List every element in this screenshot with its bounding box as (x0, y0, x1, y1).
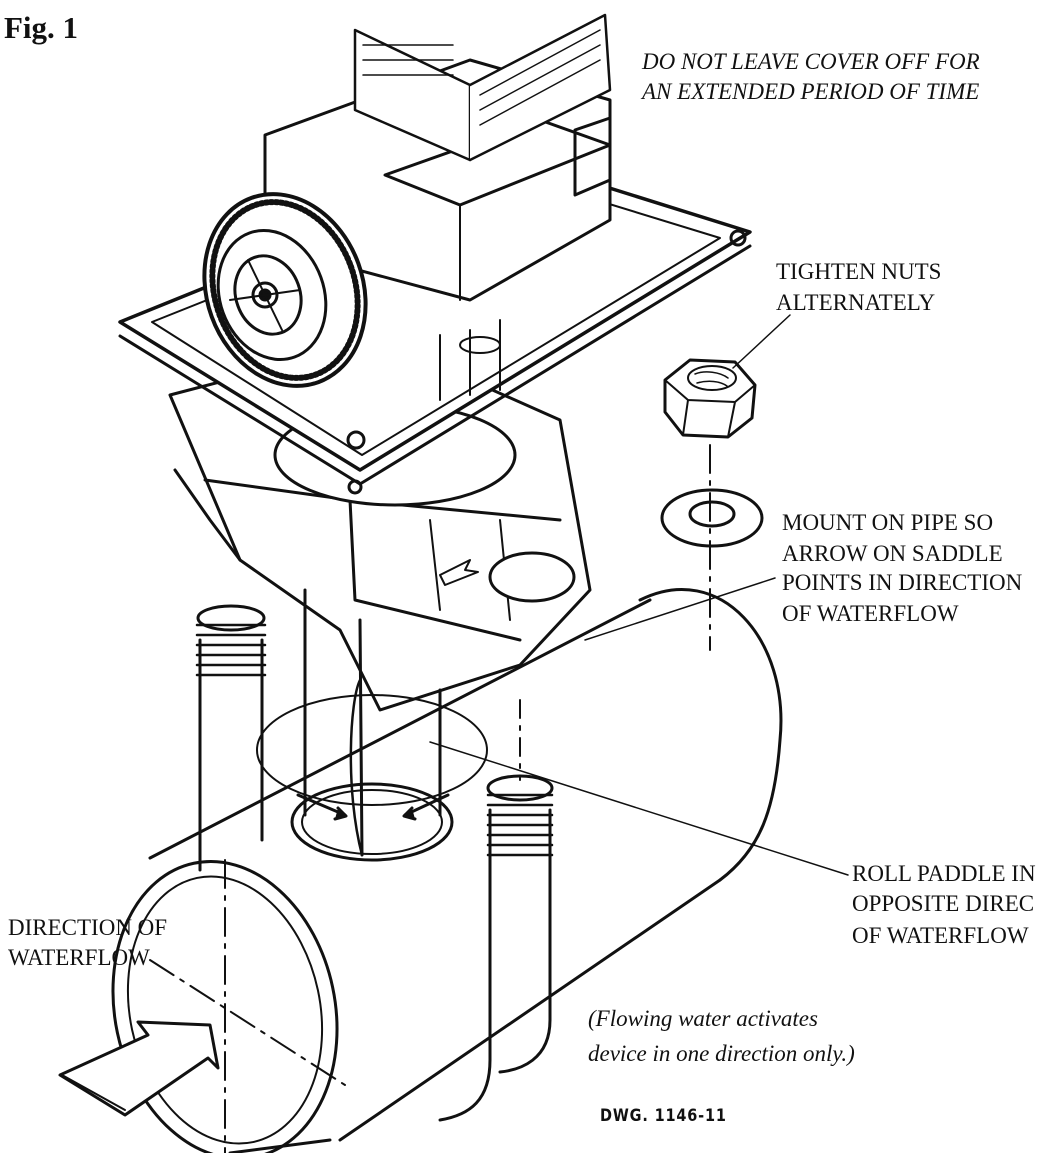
roll-paddle-line-3: OF WATERFLOW (852, 923, 1029, 948)
mount-note-line-2: ARROW ON SADDLE (782, 541, 1003, 566)
flow-note-line-1: (Flowing water activates (588, 1006, 818, 1031)
mount-note-line-3: POINTS IN DIRECTION (782, 570, 1023, 595)
cover-warning-line-2: AN EXTENDED PERIOD OF TIME (642, 79, 980, 104)
flow-note-line-2: device in one direction only.) (588, 1041, 855, 1066)
figure-title: Fig. 1 (4, 10, 79, 45)
leader-lines (429, 314, 849, 876)
drawing-number: DWG. 1146-11 (600, 1106, 727, 1126)
tighten-nuts-line-1: TIGHTEN NUTS (776, 259, 942, 284)
nut (663, 358, 757, 439)
washer (660, 488, 764, 548)
u-bolt (195, 604, 554, 1122)
switch-housing (263, 13, 612, 401)
cover-warning-line-1: DO NOT LEAVE COVER OFF FOR (642, 49, 980, 74)
direction-of-waterflow-line-1: DIRECTION OF (8, 915, 168, 940)
paddle (256, 588, 488, 857)
roll-paddle-line-2: OPPOSITE DIREC (852, 891, 1035, 916)
waterflow-arrow (58, 1020, 220, 1117)
pipe (111, 588, 783, 1153)
timer-dial (202, 192, 368, 388)
direction-of-waterflow-line-2: WATERFLOW (8, 945, 150, 970)
roll-paddle-line-1: ROLL PADDLE IN (852, 861, 1036, 886)
tighten-nuts-line-2: ALTERNATELY (776, 290, 936, 315)
mount-note-line-4: OF WATERFLOW (782, 601, 959, 626)
mount-note-line-1: MOUNT ON PIPE SO (782, 510, 994, 535)
